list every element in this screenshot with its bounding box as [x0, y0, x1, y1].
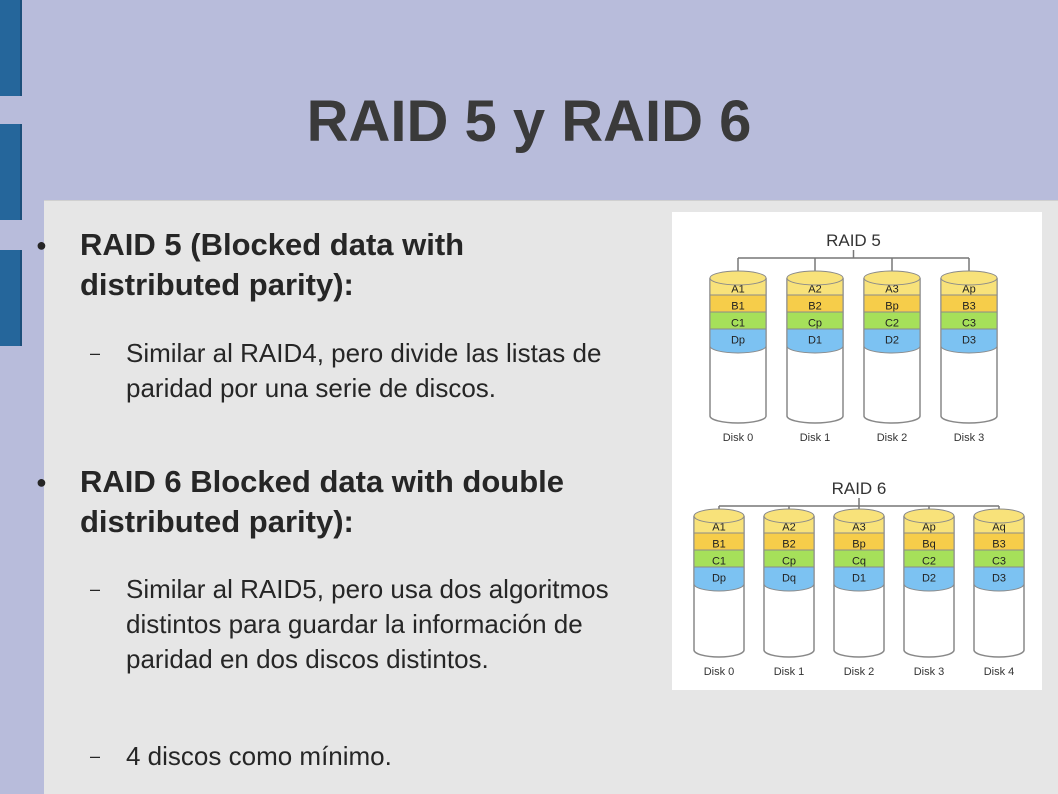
side-accent-bar-2 — [0, 124, 22, 220]
disk-block — [693, 566, 745, 592]
dash-glyph: – — [90, 343, 101, 363]
disk-block-label: A2 — [808, 284, 821, 296]
disk-label: Disk 2 — [877, 432, 908, 444]
disk-block-label: B3 — [962, 301, 975, 313]
sub-bullet-raid6-2: – 4 discos como mínimo. — [90, 739, 646, 774]
side-accent-bar-1 — [0, 0, 22, 96]
disk-block-label: B1 — [712, 539, 725, 551]
disk-block-label: D2 — [885, 335, 899, 347]
bullet-raid5: ● RAID 5 (Blocked data with distributed … — [36, 225, 600, 305]
dash-glyph: – — [90, 579, 101, 599]
slide-title: RAID 5 y RAID 6 — [306, 89, 752, 154]
disk-block — [709, 328, 767, 354]
disk-label: Disk 0 — [723, 432, 754, 444]
disk-block-label: Bp — [852, 539, 865, 551]
dash-glyph: – — [90, 746, 101, 766]
disk-block-label: Cq — [852, 556, 866, 568]
raid-title: RAID 5 — [826, 231, 881, 250]
disk-block — [863, 328, 921, 354]
sub-bullet-raid6-2-text: 4 discos como mínimo. — [126, 741, 392, 771]
disk-block-label: C2 — [885, 318, 899, 330]
disk-block — [786, 328, 844, 354]
disk-block-label: Cp — [808, 318, 822, 330]
disk-block — [940, 328, 998, 354]
disk-block-label: Dp — [731, 335, 745, 347]
disk-block-label: C2 — [922, 556, 936, 568]
bullet-glyph: ● — [36, 472, 47, 492]
disk-block — [903, 566, 955, 592]
disk-top — [973, 508, 1025, 524]
disk-label: Disk 3 — [914, 666, 945, 675]
side-accent-bar-3 — [0, 250, 22, 346]
disk-block-label: Bq — [922, 539, 935, 551]
disk-block-label: D2 — [922, 573, 936, 585]
bullet-raid5-text: RAID 5 (Blocked data with distributed pa… — [80, 227, 465, 302]
disk-block-label: D1 — [852, 573, 866, 585]
sub-bullet-raid6-1-text: Similar al RAID5, pero usa dos algoritmo… — [126, 574, 609, 674]
disk-top — [786, 270, 844, 286]
bullet-raid6: ● RAID 6 Blocked data with double distri… — [36, 462, 600, 542]
disk-block-label: B2 — [808, 301, 821, 313]
bullet-raid6-text: RAID 6 Blocked data with double distribu… — [80, 464, 564, 539]
sub-bullet-raid5-text: Similar al RAID4, pero divide las listas… — [126, 338, 602, 403]
disk-label: Disk 4 — [984, 666, 1015, 675]
disk-block — [833, 566, 885, 592]
disk-label: Disk 0 — [704, 666, 735, 675]
disk-label: Disk 3 — [954, 432, 985, 444]
disk-block-label: Dq — [782, 573, 796, 585]
disk-block-label: B2 — [782, 539, 795, 551]
disk-label: Disk 2 — [844, 666, 875, 675]
disk-block — [763, 566, 815, 592]
disk-label: Disk 1 — [800, 432, 831, 444]
disk-top — [763, 508, 815, 524]
disk-block-label: Bp — [885, 301, 898, 313]
disk-block-label: A3 — [852, 522, 865, 534]
disk-block-label: D3 — [962, 335, 976, 347]
disk-top — [709, 270, 767, 286]
disk-block-label: A3 — [885, 284, 898, 296]
disk-block-label: C3 — [962, 318, 976, 330]
sub-bullet-raid6-1: – Similar al RAID5, pero usa dos algorit… — [90, 572, 646, 677]
disk-block-label: B1 — [731, 301, 744, 313]
disk-block-label: B3 — [992, 539, 1005, 551]
disk-block-label: Ap — [922, 522, 935, 534]
disk-top — [693, 508, 745, 524]
disk-label: Disk 1 — [774, 666, 805, 675]
disk-block-label: A2 — [782, 522, 795, 534]
disk-top — [940, 270, 998, 286]
disk-block-label: D1 — [808, 335, 822, 347]
disk-top — [903, 508, 955, 524]
disk-block-label: C1 — [712, 556, 726, 568]
disk-block-label: C3 — [992, 556, 1006, 568]
disk-block-label: Aq — [992, 522, 1005, 534]
disk-block-label: A1 — [712, 522, 725, 534]
disk-top — [863, 270, 921, 286]
bullet-glyph: ● — [36, 235, 47, 255]
disk-block-label: Dp — [712, 573, 726, 585]
disk-block — [973, 566, 1025, 592]
sub-bullet-raid5: – Similar al RAID4, pero divide las list… — [90, 336, 646, 406]
disk-top — [833, 508, 885, 524]
disk-block-label: D3 — [992, 573, 1006, 585]
disk-block-label: Ap — [962, 284, 975, 296]
disk-block-label: A1 — [731, 284, 744, 296]
disk-block-label: C1 — [731, 318, 745, 330]
raid-title: RAID 6 — [832, 479, 887, 498]
disk-block-label: Cp — [782, 556, 796, 568]
